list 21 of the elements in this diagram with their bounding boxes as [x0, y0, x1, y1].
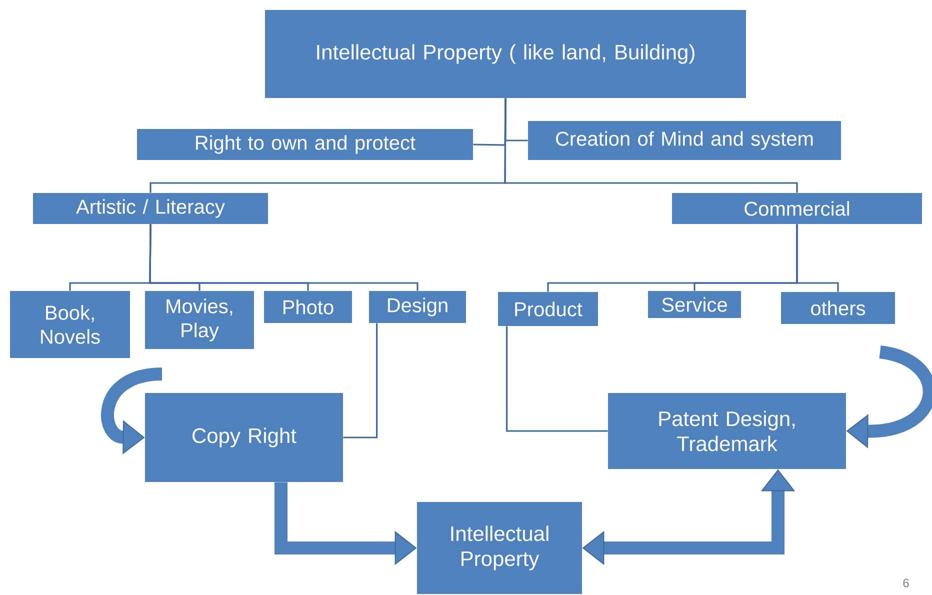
- connector-line: [796, 224, 839, 292]
- process-box: Right to own and protect: [137, 129, 473, 160]
- process-box: Intellectual Property ( like land, Building): [265, 10, 746, 98]
- process-box: Copy Right: [145, 393, 343, 482]
- process-box: Design: [369, 291, 466, 323]
- process-box: Commercial: [672, 193, 922, 224]
- process-box: Intellectual Property: [417, 502, 582, 594]
- connector-line: [149, 224, 418, 291]
- connector-line: [506, 326, 608, 432]
- process-box: Creation of Mind and system: [528, 121, 841, 160]
- process-box: Photo: [264, 291, 352, 323]
- connector-line: [343, 323, 378, 438]
- process-box: Patent Design, Trademark: [608, 393, 846, 469]
- process-box: Movies, Play: [145, 291, 254, 349]
- connector-line: [504, 98, 798, 193]
- process-box: Artistic / Literacy: [33, 193, 268, 224]
- process-box: others: [781, 292, 895, 324]
- process-box: Service: [648, 291, 741, 318]
- page-number: 6: [903, 578, 909, 588]
- process-box: Product: [498, 292, 598, 326]
- process-box: Book, Novels: [10, 291, 130, 358]
